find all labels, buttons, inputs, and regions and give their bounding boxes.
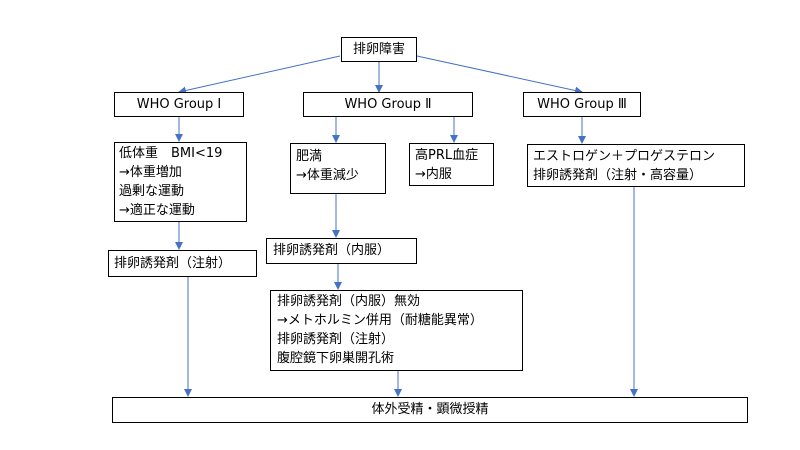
- g2-prl-line: →内服: [415, 167, 452, 182]
- node-final-label: 体外受精・顕微授精: [371, 402, 489, 417]
- g1-detail-line: →体重増加: [119, 165, 182, 180]
- g3-detail-line: エストロゲン＋プロゲステロン: [533, 149, 716, 164]
- node-g2-prl: 高PRL血症 →内服: [409, 143, 494, 186]
- g1-detail-line: →適正な運動: [119, 203, 195, 218]
- node-who-group-1-label: WHO Group Ⅰ: [136, 97, 222, 112]
- node-root: 排卵障害: [341, 37, 417, 62]
- g2-obesity-line: 肥満: [296, 149, 323, 164]
- node-who-group-3: WHO Group Ⅲ: [523, 92, 641, 117]
- g2-oral-label: 排卵誘発剤（内服）: [273, 243, 391, 258]
- node-who-group-3-label: WHO Group Ⅲ: [537, 97, 627, 112]
- node-g1-detail: 低体重 BMI<19 →体重増加 過剰な運動 →適正な運動: [114, 142, 247, 222]
- node-final: 体外受精・顕微授精: [112, 397, 748, 423]
- node-g2-oral: 排卵誘発剤（内服）: [266, 238, 417, 264]
- node-g1-treatment: 排卵誘発剤（注射）: [108, 250, 257, 277]
- arrow-root-to-g3: [416, 55, 583, 95]
- g1-detail-line: 過剰な運動: [119, 184, 185, 199]
- g3-detail-line: 排卵誘発剤（注射・高容量）: [533, 168, 703, 183]
- arrow-root-to-g1: [178, 55, 341, 95]
- node-g2-obesity: 肥満 →体重減少: [290, 143, 386, 194]
- g1-treatment-label: 排卵誘発剤（注射）: [114, 256, 232, 271]
- g2-failure-line: →メトホルミン併用（耐糖能異常）: [277, 313, 483, 328]
- node-g3-detail: エストロゲン＋プロゲステロン 排卵誘発剤（注射・高容量）: [527, 144, 745, 187]
- g2-prl-line: 高PRL血症: [415, 148, 479, 163]
- node-root-label: 排卵障害: [352, 42, 405, 57]
- node-who-group-2-label: WHO Group Ⅱ: [344, 97, 432, 112]
- g2-obesity-line: →体重減少: [296, 168, 359, 183]
- node-who-group-1: WHO Group Ⅰ: [114, 92, 244, 117]
- g1-detail-line: 低体重 BMI<19: [119, 146, 223, 161]
- g2-failure-line: 腹腔鏡下卵巣開孔術: [277, 351, 395, 366]
- node-g2-failure: 排卵誘発剤（内服）無効 →メトホルミン併用（耐糖能異常） 排卵誘発剤（注射） 腹…: [270, 290, 523, 371]
- g2-failure-line: 排卵誘発剤（注射）: [277, 332, 395, 347]
- g2-failure-line: 排卵誘発剤（内服）無効: [277, 294, 421, 309]
- node-who-group-2: WHO Group Ⅱ: [303, 92, 473, 117]
